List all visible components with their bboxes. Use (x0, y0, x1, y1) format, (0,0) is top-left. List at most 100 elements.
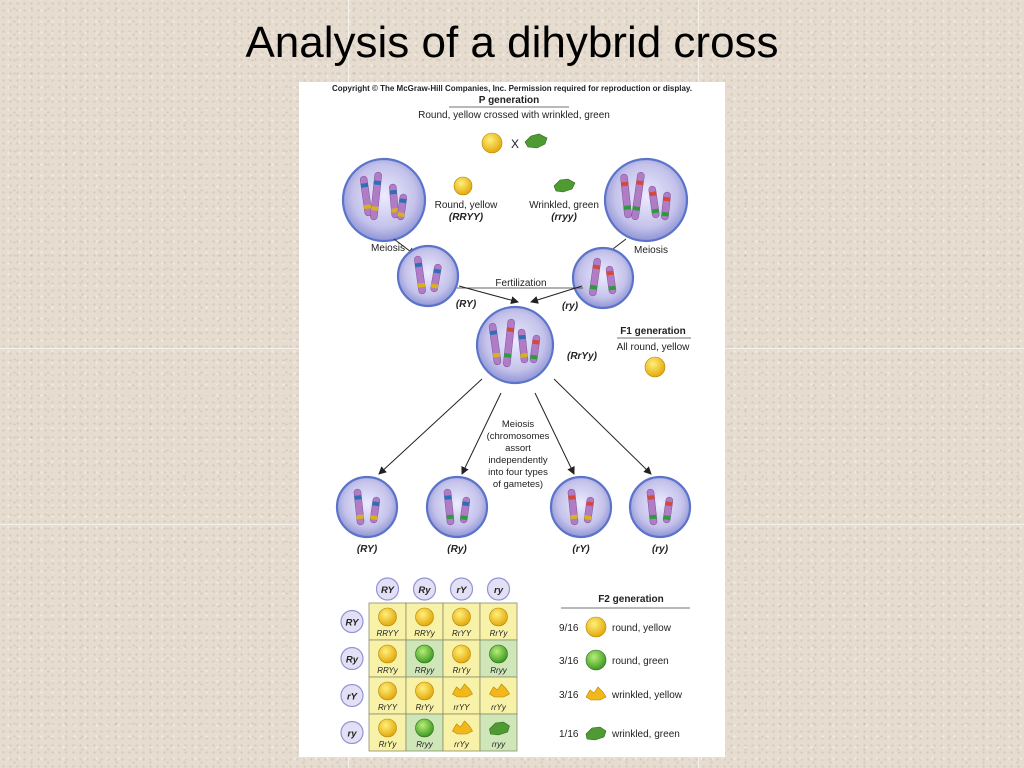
punnett-cell: RrYy (479, 602, 518, 641)
chromosome (529, 334, 541, 364)
copyright-notice: Copyright © The McGraw-Hill Companies, I… (332, 84, 692, 93)
punnett-row-header-label: Ry (346, 655, 359, 666)
wrinkled-yellow-pea-icon (452, 683, 473, 698)
punnett-column-header (375, 577, 400, 601)
allele-band (584, 515, 592, 521)
allele-band (506, 327, 515, 333)
punnett-row-header (340, 609, 364, 634)
punnett-row-header-label: ry (348, 729, 358, 740)
wrinkled-green-pea-icon (553, 178, 576, 193)
meiosis-arrow (461, 392, 502, 475)
allele-band (651, 208, 660, 214)
dihybrid-cross-figure: Copyright © The McGraw-Hill Companies, I… (299, 82, 725, 757)
punnett-cell: RrYy (368, 713, 407, 752)
chromosome (488, 322, 502, 366)
punnett-cell: rrYY (442, 676, 481, 715)
chromosome (583, 496, 595, 524)
allele-band (621, 181, 629, 187)
punnett-cell: RRYy (368, 639, 407, 678)
allele-band (446, 514, 454, 520)
gamete-cell-right (571, 246, 635, 310)
f1-gamete-cell (425, 475, 489, 539)
allele-band (433, 268, 442, 274)
round-yellow-pea-icon (453, 176, 473, 196)
cell-membrane (341, 157, 427, 243)
round-green-pea-icon (489, 644, 508, 664)
allele-band (530, 354, 538, 360)
allele-band (391, 208, 399, 213)
wrinkled-yellow-pea-icon (452, 720, 473, 735)
meiosis-note: Meiosis(chromosomesassortindependentlyin… (487, 419, 550, 490)
allele-band (661, 211, 669, 217)
punnett-cell: Rryy (479, 639, 518, 678)
allele-band (532, 339, 540, 345)
allele-band (520, 353, 528, 358)
punnett-cell-genotype: rryy (492, 740, 506, 749)
allele-band (665, 501, 673, 507)
allele-band (370, 515, 378, 521)
punnett-cell-genotype: RrYy (490, 629, 509, 638)
punnett-cell-genotype: RRYy (414, 629, 436, 638)
f2-ratio-label: round, green (612, 656, 669, 667)
meiosis-note-line: (chromosomes (487, 431, 550, 442)
allele-band (649, 191, 657, 197)
chromosome (396, 193, 408, 221)
punnett-cell: RRYY (368, 602, 407, 641)
f1-gametes: (RY) (Ry) (rY) (ry) (335, 475, 692, 555)
allele-band (399, 198, 407, 204)
allele-band (462, 501, 470, 507)
cell-membrane (603, 157, 689, 243)
f2-ratio-label: wrinkled, green (611, 729, 680, 740)
punnett-cell: RrYY (368, 676, 407, 715)
chromosome (631, 171, 645, 221)
meiosis-note-line: independently (488, 455, 547, 466)
f1-gamete-genotype: (ry) (652, 544, 669, 555)
punnett-cell-genotype: Rryy (416, 740, 433, 749)
round-yellow-pea-icon (489, 607, 508, 627)
f1-gamete-genotype: (RY) (357, 544, 378, 555)
wrinkled-green-pea-icon (524, 133, 548, 149)
fertilization-arrow (530, 285, 583, 304)
round-yellow-pea-icon (452, 607, 471, 627)
round-green-pea-icon (415, 718, 434, 738)
punnett-cell-genotype: rrYy (491, 703, 507, 712)
meiosis-note-line: assort (505, 443, 531, 454)
round-yellow-pea-icon (481, 132, 503, 154)
punnett-cell-genotype: rrYy (454, 740, 470, 749)
round-yellow-pea-icon (378, 681, 397, 701)
parent-cell-right (603, 157, 689, 243)
punnett-cell-genotype: RRYY (377, 629, 400, 638)
f1-gamete-cell (628, 475, 692, 539)
chromosome (430, 263, 442, 293)
wrinkled-green-pea-icon (489, 721, 510, 736)
cell-membrane (335, 475, 399, 539)
allele-band (373, 180, 382, 186)
chromosome (370, 171, 382, 221)
chromosome (620, 173, 632, 219)
punnett-row-header (340, 646, 364, 671)
f1-gamete-genotype: (Ry) (447, 544, 467, 555)
p-generation-heading: P generation (479, 95, 539, 106)
round-green-pea-icon (585, 649, 607, 671)
allele-band (489, 330, 498, 336)
meiosis-note-line: of gametes) (493, 479, 543, 490)
f1-gamete-genotype: (rY) (572, 544, 590, 555)
cell-membrane (425, 475, 489, 539)
f2-ratio-label: wrinkled, yellow (611, 690, 683, 701)
meiosis-note-line: into four types (488, 467, 548, 478)
round-yellow-pea-icon (644, 356, 666, 378)
f1-gamete-cell (335, 475, 399, 539)
punnett-cell-genotype: RrYy (453, 666, 472, 675)
chromosome (353, 488, 365, 526)
allele-band (389, 189, 397, 195)
punnett-row-header (340, 720, 364, 745)
allele-band (492, 352, 501, 358)
punnett-cell-genotype: RRyy (415, 666, 436, 675)
parent-left-phenotype: Round, yellow (435, 200, 499, 211)
round-green-pea-icon (415, 644, 434, 664)
slide-title: Analysis of a dihybrid cross (245, 18, 779, 67)
allele-band (592, 264, 601, 270)
